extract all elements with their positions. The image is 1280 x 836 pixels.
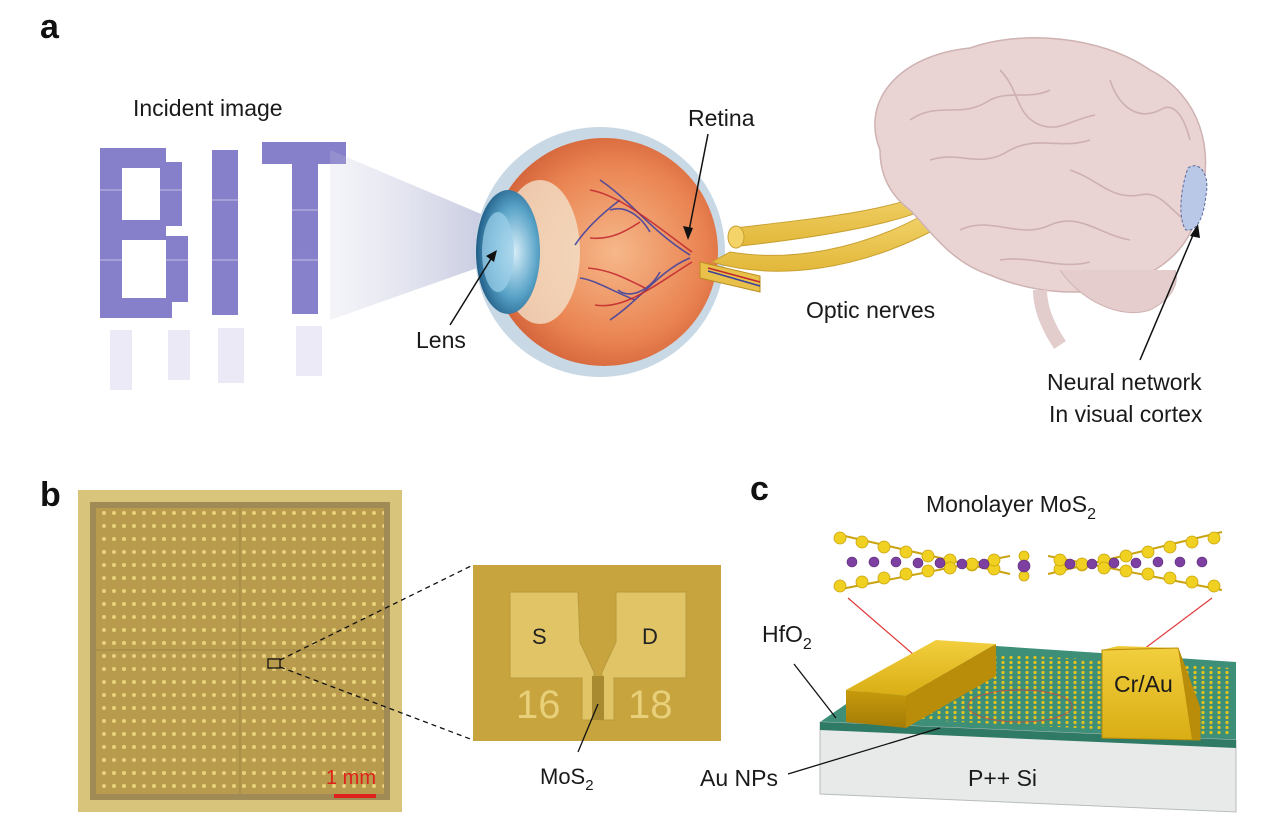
panel-b-letter: b [40,476,61,514]
retina-label: Retina [688,105,755,131]
cortex-arrow [1139,227,1197,361]
chip-photo: 1 mm [78,490,402,812]
device-number-left: 16 [516,683,561,727]
device-stack [819,640,1237,813]
au-nps-pointer [787,727,941,775]
light-beam [330,150,500,320]
retina-arrow [687,133,709,237]
source-label: S [532,624,547,649]
incident-image-label: Incident image [133,95,283,121]
drain-label: D [642,624,658,649]
panel-c-letter: c [750,470,769,508]
mos2-label: MoS2 [540,764,594,794]
neural-network-label-line1: Neural network [1047,369,1202,395]
visual-cortex-patch [1180,165,1208,231]
mos2-pointer [577,703,599,753]
brain [874,37,1208,349]
optic-nerves-label: Optic nerves [806,297,935,323]
mos2-channel [592,676,604,720]
eyeball [475,127,725,377]
bit-letters-image [100,142,346,390]
scale-bar-label: 1 mm [326,767,376,789]
mos2-lattice [833,531,1223,593]
drain-electrode [601,591,687,721]
au-nps-label: Au NPs [700,765,778,791]
device-zoom: S D 16 18 [473,565,721,741]
neural-network-label-line2: In visual cortex [1049,401,1203,427]
scale-bar-line [334,794,376,798]
substrate-label: P++ Si [968,765,1037,791]
lens-label: Lens [416,327,466,353]
device-number-right: 18 [628,683,673,727]
optic-nerves [699,153,1011,293]
monolayer-mos2-label: Monolayer MoS2 [926,491,1096,523]
zoom-line-bottom [279,666,474,741]
zoom-region-box [267,658,281,669]
panel-a-letter: a [40,8,60,46]
p-si-substrate [819,721,1237,813]
hfo2-label: HfO2 [762,621,812,653]
cr-au-label: Cr/Au [1114,671,1173,697]
lens-arrow [449,253,495,326]
hfo2-pointer [793,663,837,719]
